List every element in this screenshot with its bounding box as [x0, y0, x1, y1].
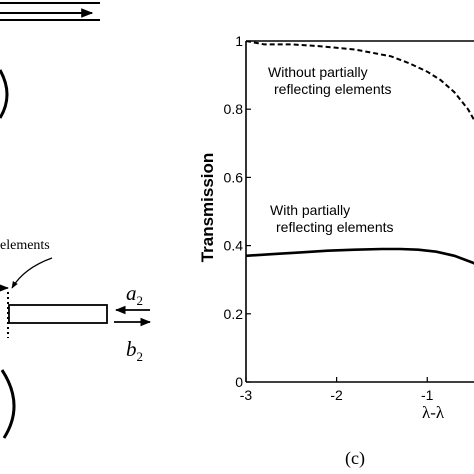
y-tick-label-4: 0.8 — [224, 101, 244, 117]
annotation-0-line-0: Without partially — [268, 64, 368, 80]
x-tick-label-1: -2 — [330, 387, 343, 403]
x-axis-label: λ-λ — [422, 403, 445, 422]
x-tick-label-2: -1 — [421, 387, 434, 403]
elements-pointer-arrow — [11, 257, 53, 289]
y-tick-label-0: 0 — [235, 374, 243, 390]
port-a2-label: a2 — [126, 281, 143, 308]
y-tick-label-5: 1 — [235, 33, 243, 49]
lower-ring-arc — [0, 369, 16, 439]
annotation-1-line-1: reflecting elements — [276, 219, 394, 235]
panel-label: (c) — [345, 448, 365, 469]
y-axis-label: Transmission — [198, 153, 217, 263]
x-tick-label-0: -3 — [240, 387, 253, 403]
annotation-0-line-1: reflecting elements — [274, 81, 392, 97]
annotation-1-line-0: With partially — [270, 202, 350, 218]
y-tick-label-1: 0.2 — [224, 306, 244, 322]
series-line-1 — [246, 247, 474, 265]
series-line-0 — [246, 41, 474, 122]
y-tick-label-3: 0.6 — [224, 169, 244, 185]
elements-label: elements — [0, 238, 50, 253]
transmission-plot: 0 0.2 0.4 0.6 0.8 1 -3 -2 -1 Transmission λ-λ Witho… — [198, 33, 474, 422]
schematic-panel: elements a2 b2 — [0, 2, 152, 439]
port-b2-label: b2 — [126, 337, 143, 364]
upper-ring-arc — [0, 69, 9, 119]
plot-layer: 0 0.2 0.4 0.6 0.8 1 -3 -2 -1 Transmission λ-λ Witho… — [198, 33, 474, 422]
y-tick-label-2: 0.4 — [224, 238, 244, 254]
output-waveguide — [8, 304, 108, 324]
